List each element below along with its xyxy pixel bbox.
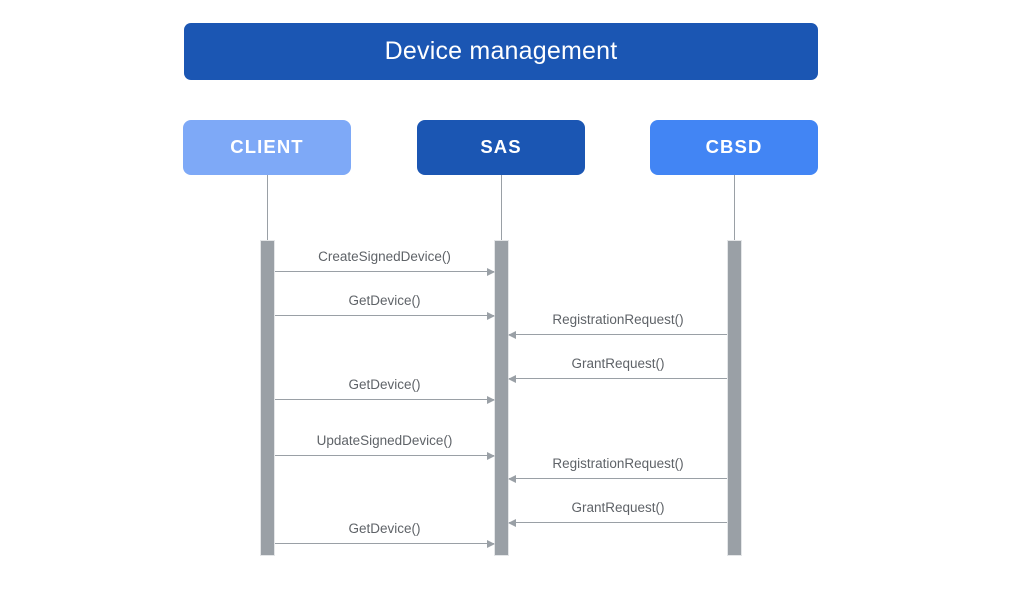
page-title: Device management — [384, 37, 618, 65]
activation-bar-cbsd — [727, 240, 742, 556]
message-label: RegistrationRequest() — [552, 455, 684, 471]
message-label: GetDevice() — [348, 520, 421, 536]
arrow-head-right-icon — [487, 311, 495, 320]
arrow-head-left-icon — [508, 518, 516, 527]
arrow-head-right-icon — [487, 395, 495, 404]
message-line — [275, 455, 494, 456]
message-label: UpdateSignedDevice() — [316, 432, 453, 448]
participant-sas[interactable]: SAS — [417, 120, 585, 175]
message-grant-request-2[interactable]: GrantRequest() — [508, 489, 727, 527]
participant-sas-label: SAS — [480, 136, 522, 158]
message-grant-request-1[interactable]: GrantRequest() — [508, 345, 727, 383]
activation-bar-client — [260, 240, 275, 556]
arrow-head-left-icon — [508, 330, 516, 339]
message-get-device-3[interactable]: GetDevice() — [275, 510, 495, 548]
arrow-head-right-icon — [487, 451, 495, 460]
lifeline-client — [267, 175, 268, 240]
arrow-head-right-icon — [487, 267, 495, 276]
message-label: RegistrationRequest() — [552, 311, 684, 327]
participant-cbsd-label: CBSD — [705, 136, 763, 158]
activation-bar-sas — [494, 240, 509, 556]
participant-client-label: CLIENT — [230, 136, 304, 158]
participant-client[interactable]: CLIENT — [183, 120, 351, 175]
diagram-title-bar: Device management — [184, 23, 818, 80]
message-line — [275, 543, 494, 544]
message-line — [509, 478, 727, 479]
message-line — [275, 315, 494, 316]
lifeline-sas — [501, 175, 502, 240]
message-label: CreateSignedDevice() — [318, 248, 451, 264]
message-get-device-2[interactable]: GetDevice() — [275, 366, 495, 404]
arrow-head-left-icon — [508, 474, 516, 483]
message-line — [275, 271, 494, 272]
lifeline-cbsd — [734, 175, 735, 240]
message-line — [509, 378, 727, 379]
message-label: GrantRequest() — [571, 355, 665, 371]
message-line — [275, 399, 494, 400]
participant-cbsd[interactable]: CBSD — [650, 120, 818, 175]
message-label: GetDevice() — [348, 376, 421, 392]
arrow-head-left-icon — [508, 374, 516, 383]
message-registration-request-1[interactable]: RegistrationRequest() — [508, 301, 727, 339]
message-label: GetDevice() — [348, 292, 421, 308]
message-label: GrantRequest() — [571, 499, 665, 515]
arrow-head-right-icon — [487, 539, 495, 548]
message-line — [509, 522, 727, 523]
message-get-device-1[interactable]: GetDevice() — [275, 282, 495, 320]
message-line — [509, 334, 727, 335]
message-update-signed-device[interactable]: UpdateSignedDevice() — [275, 422, 495, 460]
message-registration-request-2[interactable]: RegistrationRequest() — [508, 445, 727, 483]
message-create-signed-device[interactable]: CreateSignedDevice() — [275, 238, 495, 276]
